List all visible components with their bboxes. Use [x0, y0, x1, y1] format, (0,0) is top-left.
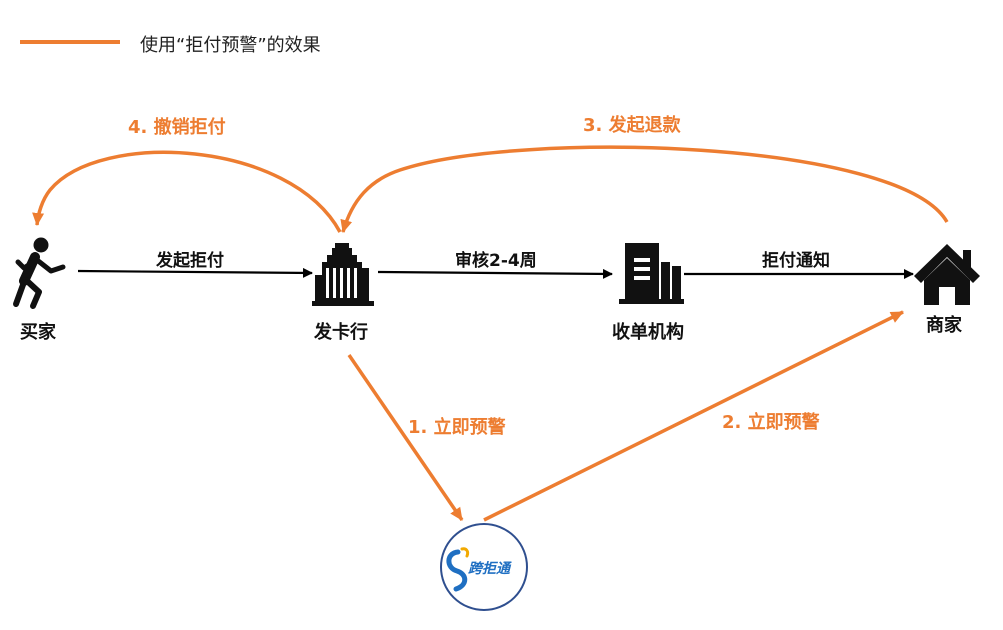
edge-alert-merchant	[483, 310, 904, 522]
edge-issuer-buyer-cancel	[32, 150, 342, 233]
edge-label-cancel-chargeback: 4. 撤销拒付	[128, 117, 226, 138]
service-logo-text: 跨拒通	[468, 561, 510, 577]
legend-label: 使用“拒付预警”的效果	[140, 35, 321, 56]
node-issuer-label: 发卡行	[314, 322, 368, 343]
edge-label-refund: 3. 发起退款	[583, 115, 681, 136]
house-icon	[914, 244, 980, 305]
running-person-icon	[13, 237, 66, 309]
edge-label-alert-1: 1. 立即预警	[408, 417, 506, 438]
edge-issuer-acquirer	[377, 268, 613, 279]
node-merchant-label: 商家	[926, 315, 962, 336]
node-buyer-label: 买家	[20, 322, 56, 343]
edge-buyer-issuer	[77, 267, 313, 278]
node-acquirer-label: 收单机构	[612, 322, 684, 343]
edge-label-alert-2: 2. 立即预警	[722, 412, 820, 433]
edge-label-initiate-chargeback: 发起拒付	[156, 251, 224, 271]
edge-issuer-alert	[347, 354, 464, 521]
edge-label-review: 审核2-4周	[455, 251, 537, 271]
legend-swatch	[20, 40, 120, 44]
edge-merchant-issuer-refund	[340, 145, 949, 233]
edge-label-chargeback-notice: 拒付通知	[762, 251, 830, 271]
bank-building-icon	[312, 243, 374, 306]
kujutong-logo-icon	[440, 523, 528, 611]
office-building-icon	[619, 243, 684, 304]
